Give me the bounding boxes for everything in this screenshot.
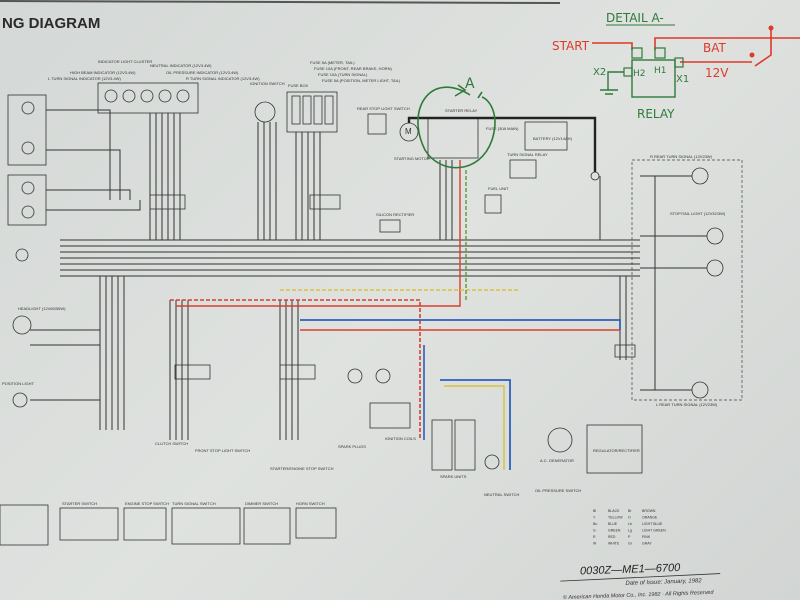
label-ignition-coils: IGNITION COILS [385, 436, 416, 441]
label-fuse-1: FUSE 5A (METER, TAIL) [310, 60, 355, 65]
label-front-stop-switch: FRONT STOP LIGHT SWITCH [195, 448, 250, 453]
label-neutral: NEUTRAL INDICATOR (12V3.4W) [150, 63, 212, 68]
label-regulator: REGULATOR/RECTIFIER [593, 448, 640, 453]
label-indicator-cluster: INDICATOR LIGHT CLUSTER [98, 59, 152, 64]
main-harness [30, 109, 640, 440]
label-battery: BATTERY (12V14AH) [533, 136, 573, 141]
label-h2: H2 [633, 69, 646, 79]
label-headlight: HEADLIGHT (12V60/55W) [18, 306, 66, 311]
legend-cell: Bu [593, 522, 597, 526]
label-starter-switch: STARTER SWITCH [62, 501, 97, 506]
indicator-light-cluster: INDICATOR LIGHT CLUSTER HIGH BEAM INDICA… [48, 59, 260, 114]
legend-cell: Br [628, 509, 632, 513]
starter-circuit: REAR STOP LIGHT SWITCH M STARTING MOTOR … [357, 106, 600, 233]
label-ignition-switch: IGNITION SWITCH [250, 81, 285, 86]
legend-cell: BLUE [608, 522, 618, 526]
label-fuse-4: FUSE 5A (POSITION, METER LIGHT, TAIL) [322, 78, 401, 83]
label-h1: H1 [654, 66, 667, 76]
label-fuel-unit: FUEL UNIT [488, 186, 509, 191]
detail-a-heading: DETAIL A- [606, 11, 664, 25]
engine-components: SPARK PLUGS IGNITION COILS SPARK UNITS N… [338, 368, 643, 497]
meter-lamps: HEADLIGHT (12V60/55W) POSITION LIGHT [2, 94, 66, 408]
label-fuse-2: FUSE 10A (FRONT, REAR BRAKE, HORN) [314, 66, 392, 71]
label-position-light: POSITION LIGHT [2, 381, 35, 386]
label-ac-generator: A.C. GENERATOR [540, 458, 574, 463]
footer: 0030Z—ME1—6700 Date of Issue: January, 1… [560, 562, 721, 600]
label-12v: 12V [705, 66, 729, 80]
legend-cell: ORANGE [642, 516, 658, 520]
legend-cell: LIGHT GREEN [642, 529, 666, 533]
label-high-beam: HIGH BEAM INDICATOR (12V3.4W) [70, 70, 136, 75]
date-of-issue: Date of Issue: January, 1982 [625, 578, 702, 587]
detail-a-callout: A [417, 76, 496, 169]
rear-lights: R REAR TURN SIGNAL (12V23W) STOP/TAIL LI… [631, 154, 743, 407]
label-starting-motor: STARTING MOTOR [394, 156, 430, 161]
legend-cell: RED [608, 535, 616, 539]
legend-cell: P [628, 535, 631, 539]
legend-cell: W [593, 542, 597, 546]
label-fuse-main: FUSE (30A MAIN) [486, 126, 519, 131]
label-neutral-switch: NEUTRAL SWITCH [484, 492, 520, 497]
legend-cell: Y [593, 516, 596, 520]
motor-symbol: M [405, 127, 412, 136]
label-clutch-switch: CLUTCH SWITCH [155, 441, 188, 446]
legend-cell: Lg [628, 529, 632, 533]
callout-letter-a: A [465, 76, 475, 92]
label-bat: BAT [703, 41, 727, 55]
label-starter-relay: STARTER RELAY [445, 108, 478, 113]
label-l-rear-turn: L REAR TURN SIGNAL (12V23W) [656, 402, 718, 407]
label-silicon-rectifier: SILICON RECTIFIER [376, 212, 414, 217]
legend-cell: Bl [593, 509, 596, 513]
legend-cell: GREEN [608, 529, 621, 533]
label-stop-tail: STOP/TAIL LIGHT (12V32/3W) [670, 211, 726, 216]
legend-cell: BLACK [608, 509, 620, 513]
label-rear-stop-switch: REAR STOP LIGHT SWITCH [357, 106, 410, 111]
label-oil-pressure-switch: OIL PRESSURE SWITCH [535, 488, 581, 493]
label-oil-pressure: OIL PRESSURE INDICATOR (12V3.4W) [166, 70, 239, 75]
traced-wires [170, 160, 621, 470]
label-spark-units: SPARK UNITS [440, 474, 467, 479]
part-number: 0030Z—ME1—6700 [580, 562, 682, 578]
legend-cell: WHITE [608, 542, 620, 546]
label-spark-plugs: SPARK PLUGS [338, 444, 366, 449]
switch-tables: CLUTCH SWITCH FRONT STOP LIGHT SWITCH ST… [0, 441, 337, 546]
legend-cell: G [593, 529, 596, 533]
label-r-turn-ind: R TURN SIGNAL INDICATOR (12V3.4W) [186, 76, 260, 81]
legend-cell: O [628, 516, 631, 520]
legend-cell: LIGHT BLUE [642, 522, 663, 526]
label-l-turn-ind: L TURN SIGNAL INDICATOR (12V3.4W) [48, 76, 121, 81]
handwritten-relay-detail: DETAIL A- START BAT 12V X2 H2 H1 X1 RELA… [552, 11, 800, 121]
label-dimmer-switch: DIMMER SWITCH [245, 501, 278, 506]
label-engine-stop-switch: ENGINE STOP SWITCH [125, 501, 169, 506]
label-horn-switch: HORN SWITCH [296, 501, 325, 506]
legend-cell: PINK [642, 535, 651, 539]
label-start: START [552, 39, 590, 53]
legend-cell: Lb [628, 522, 632, 526]
legend-cell: YELLOW [608, 516, 623, 520]
legend-cell: R [593, 535, 596, 539]
label-r-rear-turn: R REAR TURN SIGNAL (12V23W) [650, 154, 713, 159]
label-fuse-box: FUSE BOX [288, 83, 309, 88]
label-turn-signal-switch: TURN SIGNAL SWITCH [172, 501, 216, 506]
legend-cell: Gr [628, 542, 633, 546]
label-fuse-3: FUSE 10A (TURN SIGNAL) [318, 72, 368, 77]
label-starter-engine-stop: STARTER/ENGINE STOP SWITCH [270, 466, 334, 471]
label-x2: X2 [593, 67, 606, 78]
copyright: © American Honda Motor Co., Inc. 1982 · … [563, 589, 715, 600]
label-turn-signal-relay: TURN SIGNAL RELAY [507, 152, 548, 157]
legend-cell: BROWN [642, 509, 656, 513]
legend-cell: GRAY [642, 542, 652, 546]
frame-edge [0, 0, 561, 4]
ignition-and-fuses: IGNITION SWITCH FUSE BOX FUSE 5A (METER,… [250, 60, 401, 133]
label-x1: X1 [676, 74, 689, 85]
label-relay: RELAY [637, 107, 675, 121]
diagram-title: NG DIAGRAM [2, 15, 100, 32]
